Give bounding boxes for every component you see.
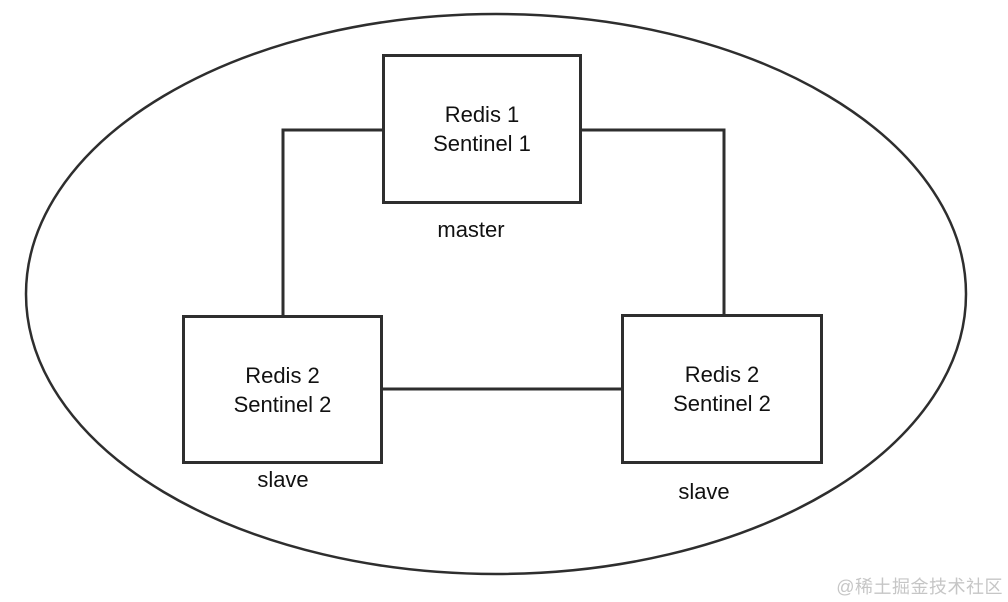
- node-master-title-line1: Redis 1: [444, 102, 520, 127]
- node-master: Redis 1 Sentinel 1: [382, 54, 582, 204]
- connector-master-to-slave-left: [281, 128, 383, 316]
- node-slave-left-title-line1: Redis 2: [245, 362, 320, 388]
- node-master-title-line2: Sentinel 1: [433, 131, 531, 156]
- watermark-text: @稀土掘金技术社区: [836, 577, 1003, 597]
- node-master-role-label: master: [437, 217, 505, 242]
- node-slave-left: Redis 2 Sentinel 2: [182, 315, 383, 464]
- node-slave-right-title-line1: Redis 2: [684, 362, 760, 387]
- cluster-boundary-ellipse: [24, 12, 968, 576]
- connector-master-to-slave-right: [581, 128, 726, 316]
- node-slave-right-title-line2: Sentinel 2: [673, 391, 771, 416]
- node-slave-right: Redis 2 Sentinel 2: [621, 314, 823, 464]
- node-slave-left-role-label: slave: [257, 467, 309, 492]
- node-slave-right-role-label: slave: [678, 479, 730, 504]
- node-slave-left-title-line2: Sentinel 2: [233, 391, 332, 417]
